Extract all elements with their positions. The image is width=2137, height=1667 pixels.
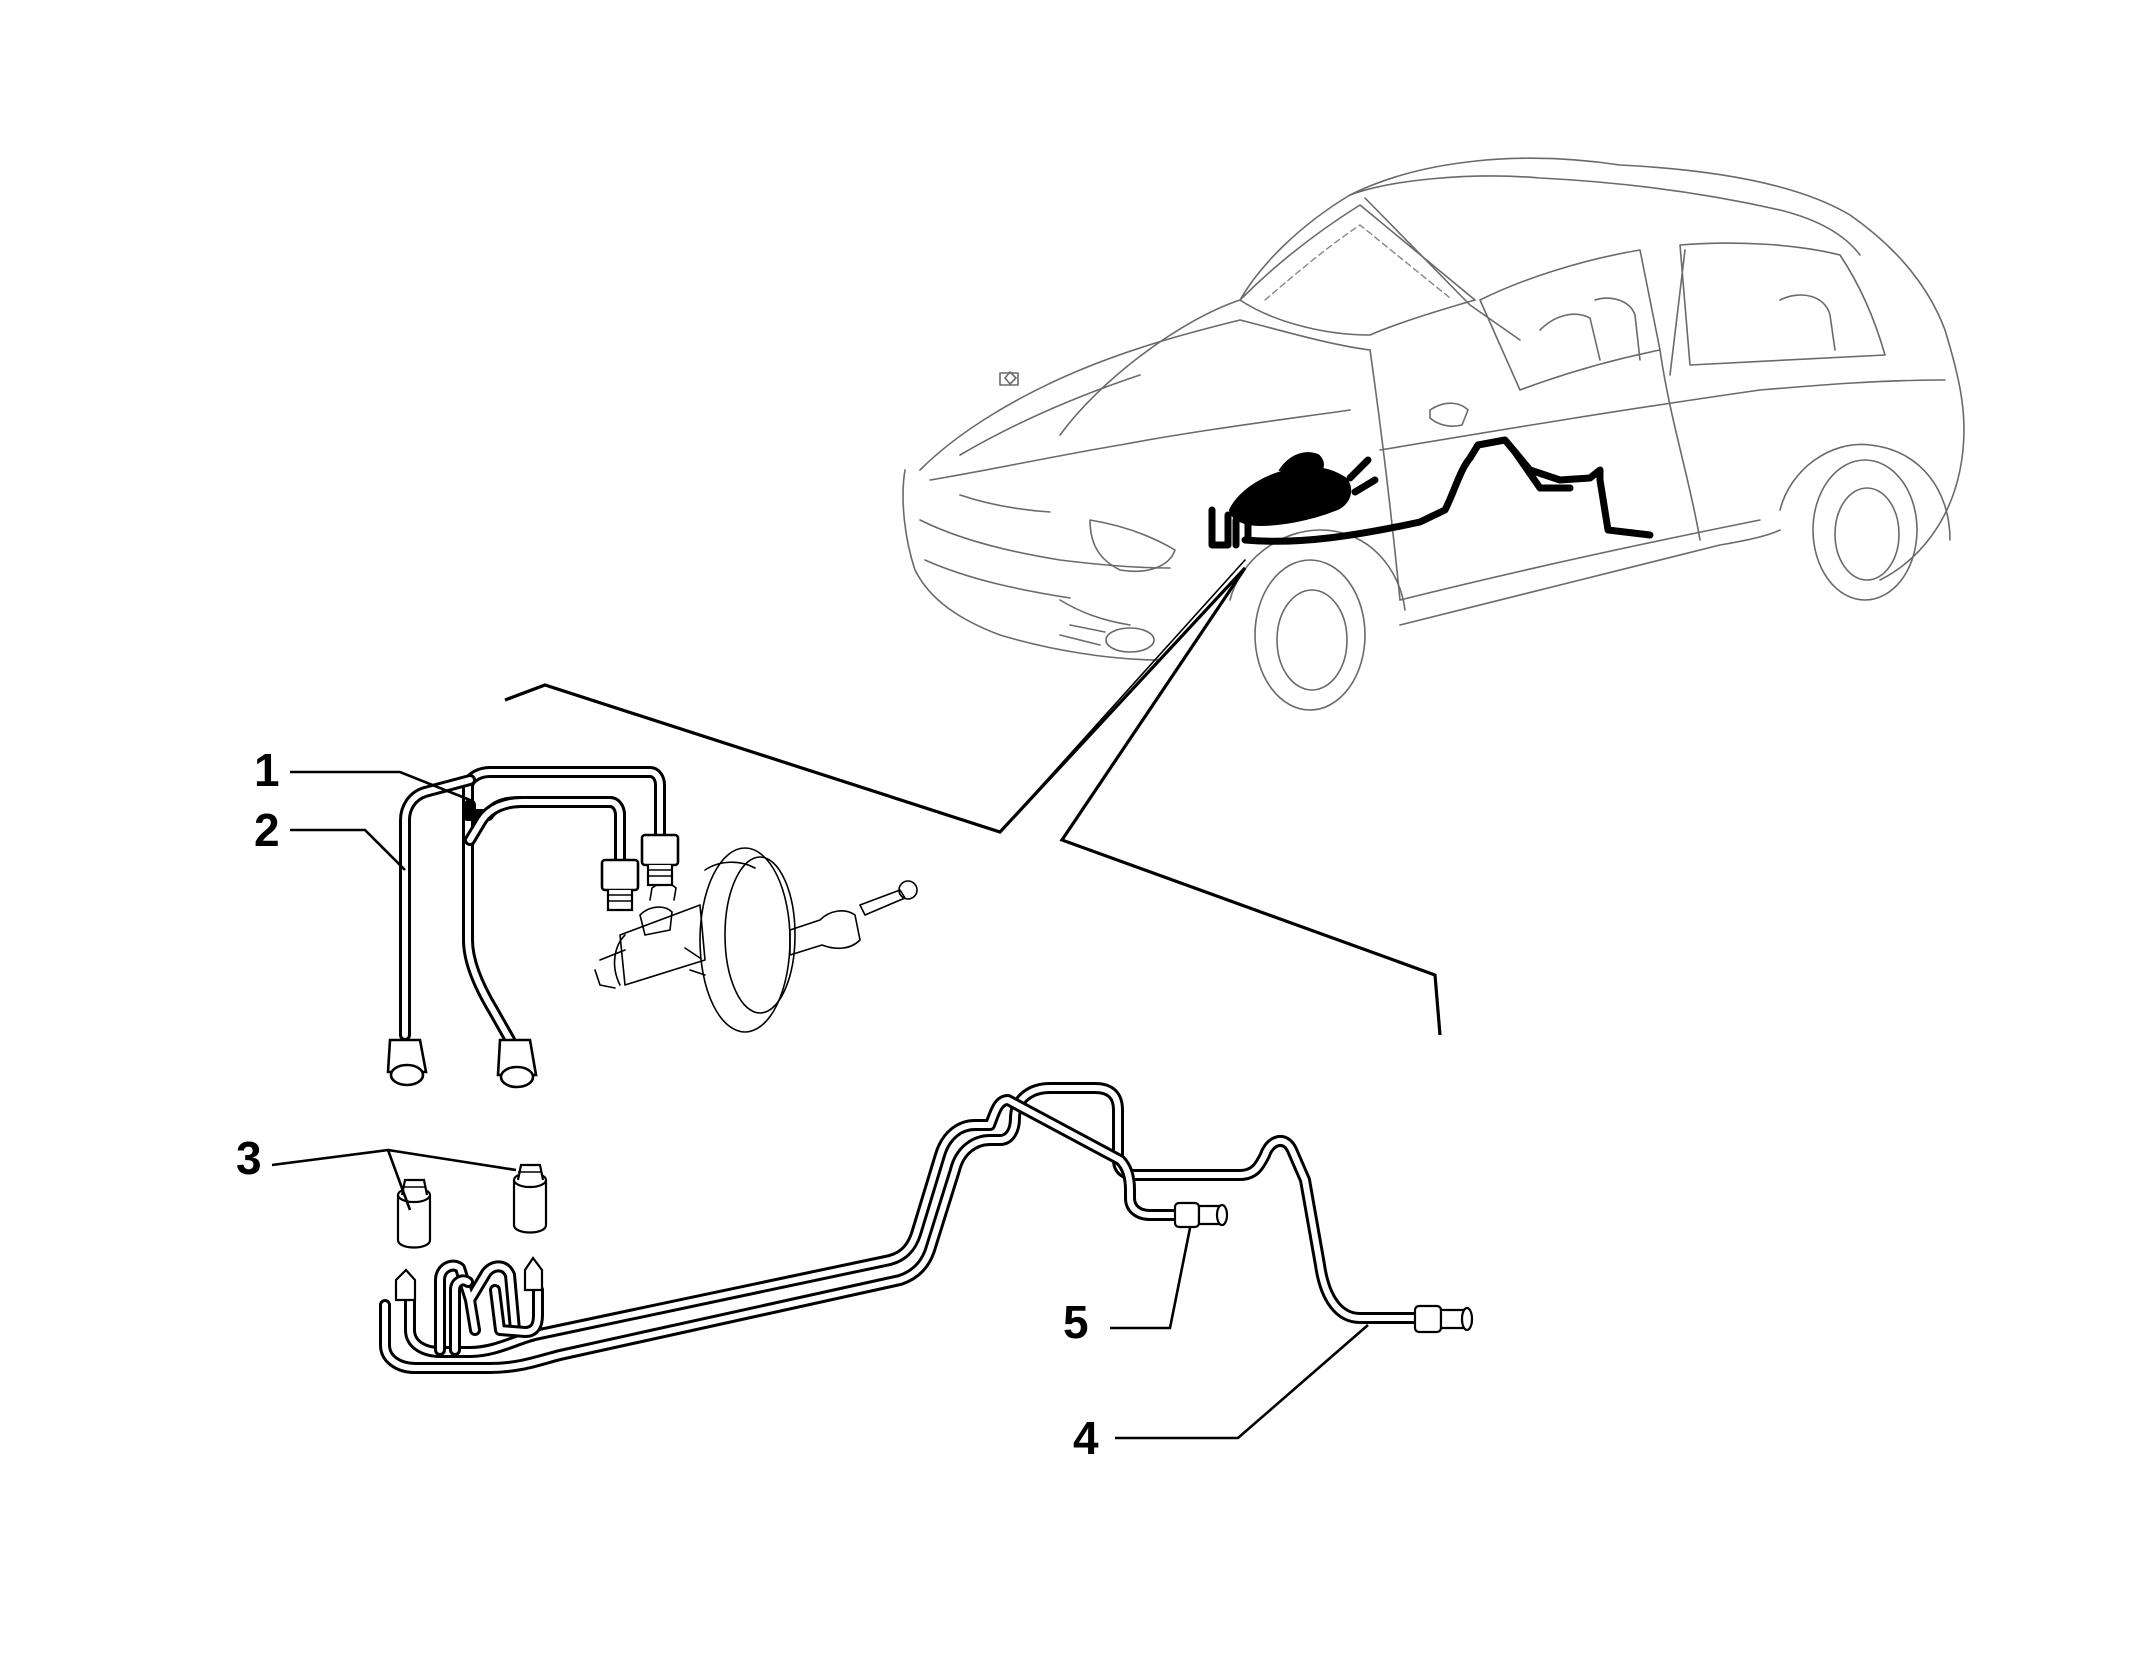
leader-3 <box>271 1148 517 1211</box>
detail-connector-lines <box>504 559 1442 1036</box>
pipe-5-end-fitting <box>1173 1201 1229 1229</box>
leader-1 <box>290 770 471 802</box>
callout-leaders <box>271 770 1369 1440</box>
pipe-manifold-bends <box>394 1256 544 1356</box>
car-illustration <box>902 157 1965 711</box>
callout-2: 2 <box>254 804 280 856</box>
manifold-fitting-right <box>523 1256 544 1292</box>
pipe-4-end-fitting <box>1413 1304 1474 1334</box>
fittings-3 <box>396 1163 548 1249</box>
leader-2 <box>290 828 406 871</box>
pipe-1 <box>462 766 680 1089</box>
manifold-fitting-left <box>394 1268 417 1302</box>
callout-5: 5 <box>1063 1296 1089 1348</box>
callout-labels: 1 2 3 4 5 <box>236 744 1099 1464</box>
leader-5 <box>1110 1227 1192 1330</box>
pipe-1-fitting-top <box>640 833 680 887</box>
pipe-5 <box>404 1094 1229 1358</box>
pipe-4 <box>379 1082 1474 1374</box>
brake-booster-illustration <box>594 847 918 1033</box>
callout-1: 1 <box>254 744 280 796</box>
callout-4: 4 <box>1073 1412 1099 1464</box>
pipe-1-fitting-bottom <box>496 1038 538 1089</box>
fitting-3-left <box>396 1178 432 1249</box>
car-pipe-routing <box>1208 436 1654 549</box>
fitting-3-right <box>512 1163 548 1234</box>
leader-4 <box>1115 1324 1369 1440</box>
callout-3: 3 <box>236 1132 262 1184</box>
pipe-2-fitting-bottom <box>386 1038 428 1087</box>
pipe-2 <box>386 774 640 1087</box>
pipe-2-fitting-top <box>600 858 640 912</box>
